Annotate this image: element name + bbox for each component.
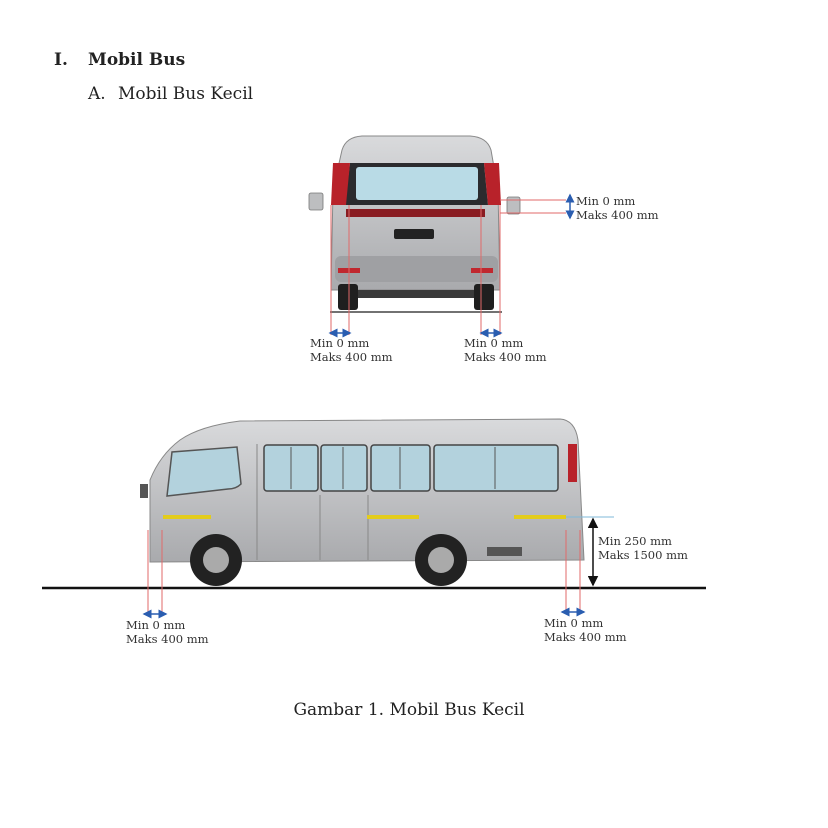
reflector-strip-front — [163, 515, 211, 519]
rear-vertical-dimension-label: Min 0 mm Maks 400 mm — [576, 194, 659, 222]
side-windows — [433, 444, 559, 492]
side-front-window — [166, 446, 242, 497]
front-max: Maks 400 mm — [126, 631, 209, 646]
section-title: Mobil Bus — [88, 50, 186, 70]
side-mirror — [140, 484, 148, 498]
subsection-title: Mobil Bus Kecil — [118, 84, 254, 104]
side-view-vehicle — [140, 418, 585, 586]
side-tail-light — [568, 444, 577, 482]
rear-view-vehicle — [308, 135, 521, 313]
rear-wheel-right — [474, 284, 494, 310]
subsection-heading: A. Mobil Bus Kecil — [88, 84, 253, 104]
rear-side-dimension-label: Min 0 mm Maks 400 mm — [544, 616, 627, 644]
reflector-strip-rear — [514, 515, 566, 519]
rear-vertical-max: Maks 400 mm — [576, 207, 659, 222]
rear-wheel-left — [338, 284, 358, 310]
rear-window — [356, 167, 478, 200]
tail-light-right — [484, 163, 501, 205]
figure-caption: Gambar 1. Mobil Bus Kecil — [293, 700, 525, 720]
front-dimension-label: Min 0 mm Maks 400 mm — [126, 618, 209, 646]
height-max: Maks 1500 mm — [598, 547, 688, 562]
mirror-left — [308, 192, 324, 211]
tail-light-left — [331, 163, 350, 205]
rear-left-max: Maks 400 mm — [310, 349, 393, 364]
rear-right-min: Min 0 mm — [464, 336, 524, 350]
height-dimension-label: Min 250 mm Maks 1500 mm — [598, 534, 688, 562]
rear-side-max: Maks 400 mm — [544, 629, 627, 644]
section-number: I. — [54, 50, 68, 70]
rear-side-min: Min 0 mm — [544, 616, 604, 630]
side-guides — [147, 530, 581, 614]
rear-left-dimension-label: Min 0 mm Maks 400 mm — [310, 336, 393, 364]
mirror-right — [506, 196, 521, 215]
rear-right-dimension-label: Min 0 mm Maks 400 mm — [464, 336, 547, 364]
reflector-strip-middle — [367, 515, 419, 519]
rear-lamp-guides — [330, 199, 566, 335]
section-heading: I. Mobil Bus — [54, 50, 185, 70]
license-plate — [394, 229, 434, 239]
rear-right-max: Maks 400 mm — [464, 349, 547, 364]
rear-vertical-min: Min 0 mm — [576, 194, 636, 208]
height-min: Min 250 mm — [598, 534, 672, 548]
subsection-letter: A. — [88, 84, 106, 104]
front-min: Min 0 mm — [126, 618, 186, 632]
rear-left-min: Min 0 mm — [310, 336, 370, 350]
